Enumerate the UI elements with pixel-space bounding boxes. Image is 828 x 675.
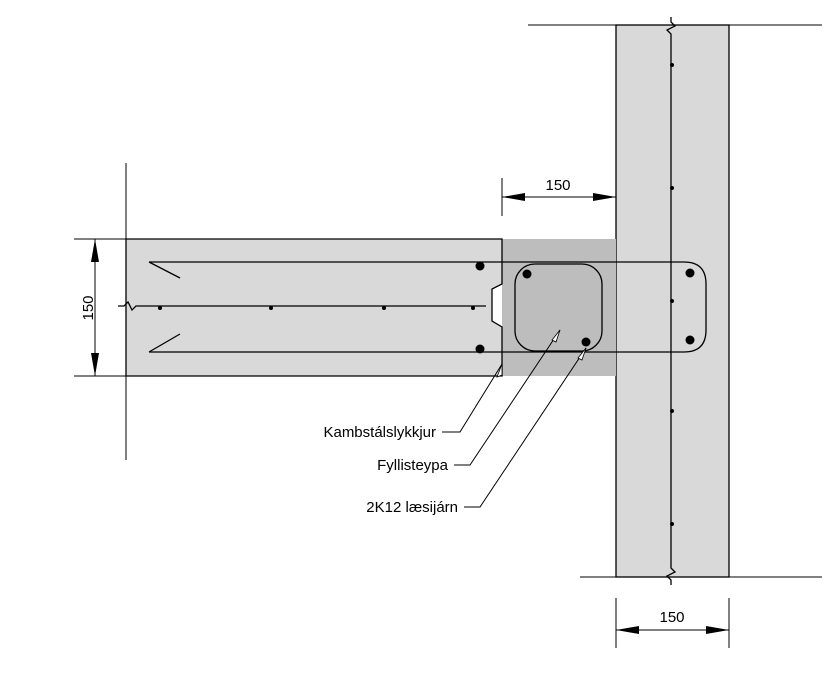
- leader-bars: [464, 347, 587, 508]
- dimension-wall-width: 150: [615, 598, 730, 648]
- wall-rebar-dot: [670, 299, 674, 303]
- dim-arrow: [706, 626, 729, 634]
- dim-arrow: [91, 239, 99, 262]
- leader-bars-arrow: [577, 347, 587, 361]
- loop-bar-top: [149, 261, 707, 353]
- slab-rebar-dot: [158, 306, 162, 310]
- leader-loops: [442, 363, 503, 433]
- slab-center-rebar: [118, 300, 486, 312]
- loop-bar-bottom-hook: [148, 333, 181, 353]
- label-bars: 2K12 læsijárn: [366, 499, 458, 516]
- dimension-joint-width: 150: [501, 177, 616, 216]
- wall-rebar-dots: [670, 63, 674, 526]
- dimension-beam-height: 150: [74, 238, 126, 377]
- leader-grout: [454, 329, 561, 466]
- wall: [528, 17, 822, 585]
- dim-arrow: [593, 193, 616, 201]
- slab-rebar-dot: [471, 306, 475, 310]
- lock-bar: [522, 269, 532, 279]
- slab-body: [125, 238, 503, 377]
- slab-rebar-dot: [269, 306, 273, 310]
- leader-loops-arrow: [496, 363, 503, 378]
- dim-wall-width-text: 150: [659, 609, 684, 626]
- leader-lines: [442, 329, 587, 508]
- loop-bar-top-hook: [148, 261, 181, 279]
- slab-rebar-dot: [382, 306, 386, 310]
- leader-grout-arrow: [551, 329, 561, 343]
- slab-bar: [475, 261, 485, 271]
- main-bars: [475, 261, 695, 354]
- wall-rebar-dot: [670, 409, 674, 413]
- slab: [118, 163, 707, 460]
- wall-bar: [685, 335, 695, 345]
- slab-bar: [475, 344, 485, 354]
- slab-rebar-dots: [158, 306, 475, 310]
- dim-beam-height-text: 150: [80, 295, 97, 320]
- wall-bar: [685, 268, 695, 278]
- dim-arrow: [502, 193, 525, 201]
- wall-rebar-dot: [670, 63, 674, 67]
- wall-rebar-dot: [670, 522, 674, 526]
- lock-bar: [581, 337, 591, 347]
- grout-stirrup-loop: [514, 263, 603, 352]
- wall-rebar-dot: [670, 186, 674, 190]
- grout-joint: [502, 239, 616, 376]
- dim-arrow: [616, 626, 639, 634]
- dim-arrow: [91, 353, 99, 376]
- label-loops: Kambstálslykkjur: [323, 424, 436, 441]
- label-grout: Fyllisteypa: [377, 457, 449, 474]
- dim-joint-width-text: 150: [545, 177, 570, 194]
